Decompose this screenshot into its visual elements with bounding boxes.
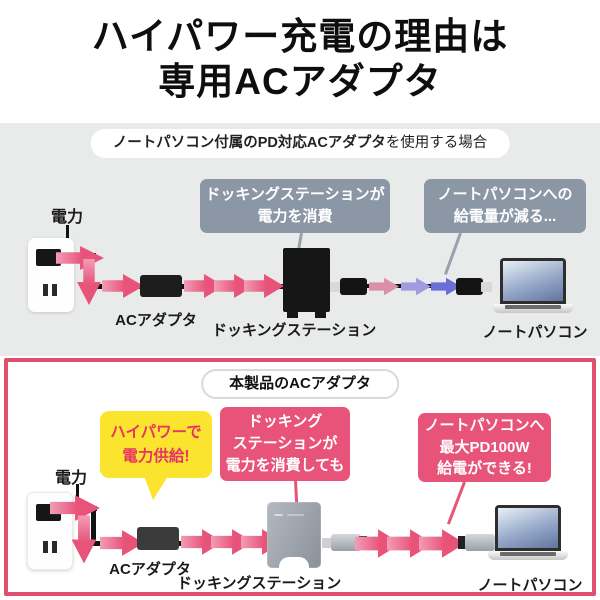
laptop-screen-glow bbox=[498, 508, 558, 548]
label-laptop: ノートパソコン bbox=[477, 577, 583, 594]
plug-icon bbox=[36, 249, 61, 266]
callout-laptop-less-power: ノートパソコンへの 給電量が減る... bbox=[424, 179, 586, 233]
power-arrow bbox=[102, 274, 144, 298]
usb-connector bbox=[465, 534, 495, 551]
wall-outlet bbox=[28, 238, 74, 312]
power-arrow-down bbox=[76, 259, 102, 305]
section-header-pill-product: 本製品のACアダプタ bbox=[201, 369, 399, 399]
callout-line: ステーションが bbox=[232, 435, 338, 453]
bubble-tail bbox=[144, 476, 168, 500]
usb-connector bbox=[331, 534, 361, 551]
callout-line: 電力を消費 bbox=[257, 208, 333, 225]
section-header-suffix: を使用する場合 bbox=[385, 135, 488, 151]
docking-marking bbox=[287, 514, 304, 516]
callout-line: 給電量が減る... bbox=[453, 208, 557, 225]
usb-connector-stub bbox=[481, 282, 492, 292]
callout-line: ドッキング bbox=[247, 413, 323, 431]
usb-connector-tip bbox=[458, 536, 466, 549]
laptop-screen bbox=[495, 505, 561, 551]
usb-connector-stub bbox=[330, 282, 341, 292]
section-product-adapter: 本製品のACアダプタ ハイパワーで 電力供給! ドッキング ステーションが 電力… bbox=[4, 358, 596, 596]
section-header-bold: ノートパソコン付属のPD対応ACアダプタ bbox=[112, 135, 386, 151]
ac-adapter-device bbox=[140, 275, 182, 297]
docking-marking bbox=[274, 514, 283, 516]
label-docking-station: ドッキングステーション bbox=[177, 575, 342, 592]
label-laptop: ノートパソコン bbox=[482, 324, 588, 341]
callout-line: 給電ができる! bbox=[437, 460, 532, 478]
weak-power-arrow bbox=[401, 277, 431, 296]
callout-line: 最大PD100W bbox=[439, 438, 530, 456]
laptop-device bbox=[493, 258, 573, 313]
label-power: 電力 bbox=[54, 470, 87, 487]
docking-station-device bbox=[267, 502, 321, 568]
laptop-keyboard bbox=[500, 552, 556, 556]
power-cable bbox=[91, 508, 96, 546]
laptop-keyboard bbox=[505, 305, 561, 309]
page-title-line2: 専用ACアダプタ bbox=[158, 61, 442, 103]
docking-arch bbox=[279, 557, 309, 568]
outlet-slot bbox=[52, 284, 57, 296]
callout-line: ノートパソコンへ bbox=[424, 416, 545, 434]
callout-docking-consumes-even: ドッキング ステーションが 電力を消費しても bbox=[220, 407, 350, 481]
bubble-line: ハイパワーで bbox=[110, 424, 202, 442]
usb-connector-stub bbox=[322, 538, 332, 548]
power-arrow bbox=[244, 274, 284, 298]
bubble-line: 電力供給! bbox=[122, 447, 190, 465]
callout-pd100w: ノートパソコンへ 最大PD100W 給電ができる! bbox=[418, 413, 551, 482]
laptop-device bbox=[488, 505, 568, 560]
outlet-slot bbox=[52, 541, 57, 553]
callout-line: 電力を消費しても bbox=[225, 456, 345, 474]
weak-power-arrow bbox=[369, 277, 399, 296]
usb-connector bbox=[456, 278, 483, 295]
docking-foot bbox=[315, 312, 326, 318]
callout-pointer-line bbox=[444, 232, 462, 275]
label-docking-station: ドッキングステーション bbox=[212, 322, 377, 339]
usb-connector bbox=[340, 278, 367, 295]
section-bundled-adapter: ノートパソコン付属のPD対応ACアダプタを使用する場合 ドッキングステーションが… bbox=[0, 123, 600, 356]
section-header-pill-bundled: ノートパソコン付属のPD対応ACアダプタを使用する場合 bbox=[90, 129, 510, 158]
callout-line: ノートパソコンへの bbox=[437, 186, 573, 204]
page-title-line1: ハイパワー充電の理由は bbox=[91, 16, 509, 57]
docking-foot bbox=[287, 312, 298, 318]
laptop-screen bbox=[500, 258, 566, 304]
page-title: ハイパワー充電の理由は 専用ACアダプタ bbox=[0, 14, 600, 104]
outlet-slot bbox=[43, 541, 48, 553]
ac-adapter-device bbox=[137, 527, 179, 550]
docking-station-device bbox=[283, 248, 330, 312]
label-power: 電力 bbox=[50, 209, 83, 226]
laptop-base bbox=[488, 551, 568, 560]
laptop-base bbox=[493, 304, 573, 313]
callout-docking-consumes: ドッキングステーションが 電力を消費 bbox=[200, 179, 390, 233]
label-ac-adapter: ACアダプタ bbox=[109, 561, 191, 578]
laptop-screen-glow bbox=[503, 261, 563, 301]
callout-line: ドッキングステーションが bbox=[205, 186, 385, 204]
bubble-high-power: ハイパワーで 電力供給! bbox=[100, 411, 212, 478]
outlet-slot bbox=[43, 284, 48, 296]
callout-pointer-line bbox=[446, 481, 466, 525]
label-ac-adapter: ACアダプタ bbox=[115, 312, 197, 329]
